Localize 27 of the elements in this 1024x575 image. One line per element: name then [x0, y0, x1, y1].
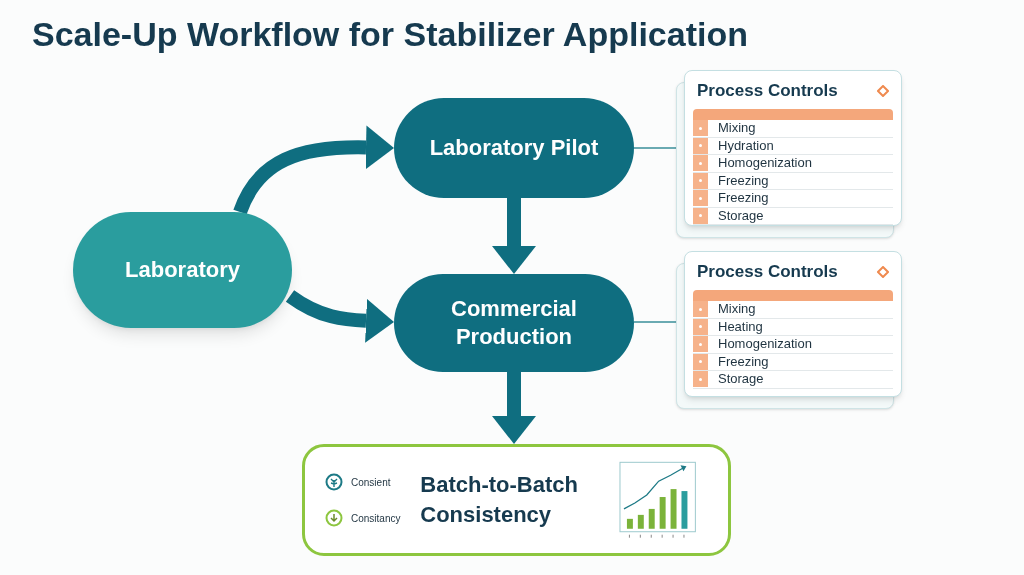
arrow: [233, 125, 394, 215]
process-step: Freezing: [718, 353, 769, 370]
process-step: Homogenization: [718, 336, 812, 353]
process-step: Storage: [718, 371, 764, 388]
process-step: Freezing: [718, 190, 769, 207]
panel-heading: Process Controls: [697, 261, 838, 283]
process-step: Hydration: [718, 137, 774, 154]
process-step: Mixing: [718, 120, 756, 137]
step-label: Commercial Production: [450, 295, 578, 351]
arrow: [286, 290, 394, 343]
icon-caption: Consient: [351, 475, 391, 490]
result-title: Batch-to-Batch Consistency: [420, 471, 579, 529]
icon-caption: Consitancy: [351, 511, 401, 526]
step-label: Laboratory: [125, 256, 240, 284]
step-label: Laboratory Pilot: [429, 134, 599, 162]
process-step: Mixing: [718, 301, 756, 318]
panel-heading: Process Controls: [697, 80, 838, 102]
process-step: Heating: [718, 318, 763, 335]
process-controls-card: [684, 251, 902, 397]
arrow: [492, 198, 536, 274]
process-step: Storage: [718, 207, 764, 224]
process-controls-card: [684, 70, 902, 226]
process-step: Freezing: [718, 172, 769, 189]
diagram-title: Scale-Up Workflow for Stabilizer Application: [32, 14, 748, 55]
result-card: [302, 444, 731, 556]
arrow: [492, 372, 536, 444]
process-step: Homogenization: [718, 155, 812, 172]
